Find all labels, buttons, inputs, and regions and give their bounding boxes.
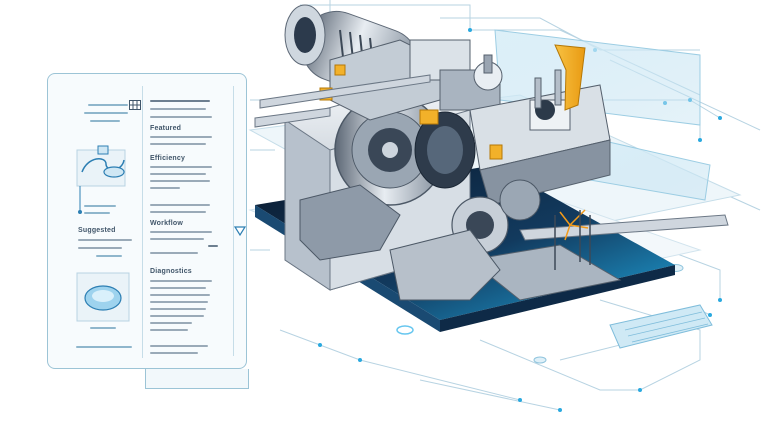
- text-line: [150, 352, 198, 354]
- panel-scroll-track: [233, 86, 234, 356]
- text-line: [150, 166, 212, 168]
- text-line: [76, 346, 132, 348]
- text-line: [150, 204, 210, 206]
- text-line: [150, 116, 212, 118]
- text-line: [84, 205, 116, 207]
- panel-divider: [142, 86, 143, 358]
- text-line: [150, 143, 206, 145]
- text-line: [150, 108, 206, 110]
- info-panel: Suggested Featured Efficiency Workflow D…: [47, 73, 247, 369]
- text-line: [150, 345, 208, 347]
- text-line: [90, 120, 120, 122]
- text-line: [150, 329, 188, 331]
- text-line: [150, 315, 204, 317]
- panel-stand: [145, 369, 249, 389]
- section-heading: Suggested: [78, 227, 116, 234]
- text-line: [84, 112, 128, 114]
- text-line: [88, 104, 128, 106]
- triangle-down-icon[interactable]: [234, 226, 246, 236]
- text-line: [150, 294, 210, 296]
- text-line: [150, 187, 180, 189]
- grid-icon[interactable]: [129, 100, 141, 110]
- section-heading: Workflow: [150, 220, 183, 227]
- text-line: [150, 308, 206, 310]
- text-line: [150, 136, 212, 138]
- text-line: [78, 239, 132, 241]
- text-line: [150, 180, 210, 182]
- text-line: [150, 287, 206, 289]
- section-heading: Featured: [150, 125, 182, 132]
- text-line: [150, 301, 208, 303]
- section-heading: Efficiency: [150, 155, 186, 162]
- text-line: [150, 173, 206, 175]
- text-line: [84, 212, 110, 214]
- text-line: [96, 255, 122, 257]
- text-line: [208, 245, 218, 247]
- text-line: [90, 327, 116, 329]
- text-line: [78, 247, 122, 249]
- cable-diagram-icon: [76, 145, 126, 214]
- text-line: [150, 238, 204, 240]
- text-line: [150, 231, 212, 233]
- disc-sensor-icon: [76, 272, 130, 322]
- section-heading: Diagnostics: [150, 268, 192, 275]
- text-line: [150, 100, 210, 102]
- text-line: [150, 280, 212, 282]
- text-line: [150, 211, 206, 213]
- text-line: [150, 322, 192, 324]
- text-line: [150, 252, 198, 254]
